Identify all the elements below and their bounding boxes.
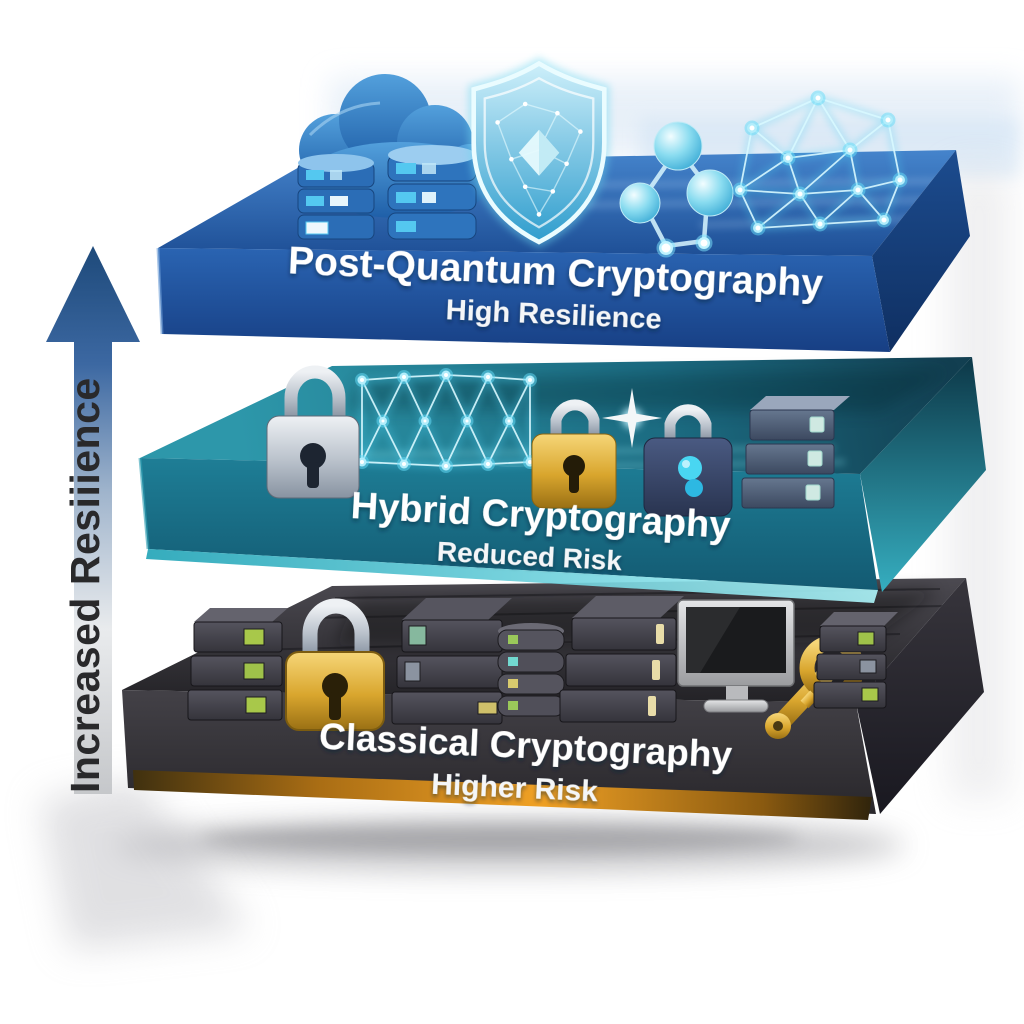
- quantum-network-mesh-icon: [732, 90, 908, 236]
- server-rack-icon: [187, 608, 288, 721]
- hybrid-left-bevel: [138, 457, 150, 550]
- server-rack-icon: [813, 612, 898, 709]
- encryption-lattice-icon: [355, 368, 537, 473]
- arrow-head-icon: [46, 246, 140, 342]
- layer-subtitle-classical: Higher Risk: [431, 768, 599, 809]
- classical-right-face: [856, 578, 984, 814]
- resilience-arrow: Increased Resiiience: [46, 246, 140, 794]
- post-quantum-front-face: [158, 248, 890, 352]
- classical-accent-stripe: [133, 770, 872, 820]
- left-wedge-shadow: [40, 780, 250, 950]
- database-stack-icon: [387, 145, 477, 240]
- cloud-with-databases-icon: [297, 74, 496, 240]
- post-quantum-left-bevel: [156, 247, 164, 335]
- resilience-arrow-label: Increased Resiiience: [62, 377, 108, 793]
- hybrid-bottom-edge-glow: [146, 549, 878, 603]
- hybrid-right-face: [860, 357, 986, 592]
- server-rack-icon: [559, 596, 684, 723]
- post-quantum-right-face: [872, 150, 970, 352]
- navy-digital-padlock-icon: [643, 404, 733, 517]
- desktop-monitor-icon: [677, 599, 795, 713]
- silver-padlock-icon: [266, 365, 360, 499]
- quantum-shield-icon: [468, 57, 610, 249]
- ground-shadow-core: [200, 824, 800, 852]
- server-stack-icon: [741, 396, 850, 509]
- quantum-molecule-icon: [619, 121, 734, 258]
- database-stack-icon: [297, 154, 375, 240]
- arrow-shaft: [74, 338, 112, 794]
- gold-padlock-icon: [285, 598, 385, 731]
- disk-stack-icon: [497, 623, 565, 717]
- gold-padlock-icon: [531, 399, 617, 509]
- sparkle-flare-icon: [602, 388, 662, 448]
